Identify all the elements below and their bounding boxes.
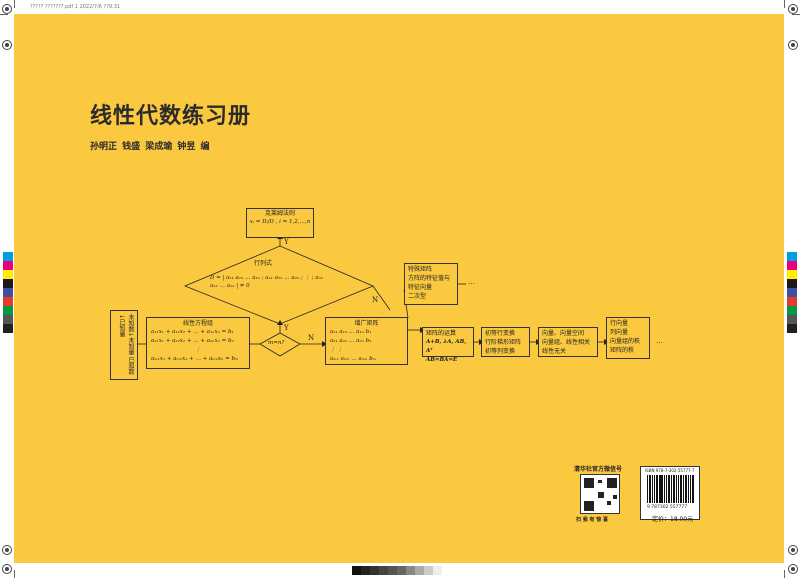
augmented-row-2: a₂₁ a₂₂ … a₂ₙ b₂ <box>330 338 372 344</box>
rowops-line-2: 行阶梯形矩阵 <box>485 339 522 346</box>
matrix-operations-box: 矩阵的运算 A+B, λA, AB, Aᵀ AB=BA=E <box>422 327 474 363</box>
vectors-line-1: 向量、向量空间 <box>542 330 585 337</box>
equation-2: a₂₁x₁ + a₂₂x₂ + … + a₂ₙxₙ = b₂ <box>151 338 234 344</box>
rank-line-1: 行向量 <box>610 320 629 327</box>
rank-line-3: 向量组的秩 <box>610 338 641 345</box>
vectors-line-2: 向量组、线性相关 <box>542 339 591 346</box>
augmented-title: 增广矩阵 <box>354 320 379 327</box>
ops-line-2: A+B, λA, AB, Aᵀ <box>426 339 467 354</box>
rank-box: 行向量 列向量 向量组的秩 矩阵的秩 <box>606 317 650 359</box>
cramer-title: 克莱姆法则 <box>264 210 295 217</box>
print-header-strip: ????? ???????.pdf 1 2022/7/6 ??9:31 <box>30 4 121 10</box>
determinant-title: 行列式 <box>254 260 273 267</box>
special-line-3: 特征向量 <box>408 284 433 291</box>
wechat-qr-code-icon <box>580 474 620 514</box>
augmented-row-3: ⋮ ⋮ <box>330 347 343 353</box>
price: 定价：18.00元 <box>652 516 694 523</box>
barcode-bars-icon <box>647 475 695 503</box>
special-line-1: 特殊矩阵 <box>408 266 433 273</box>
color-bar-right <box>787 252 797 333</box>
grayscale-bar <box>352 566 442 575</box>
wechat-caption: 扫 我 有 惊 喜 <box>576 517 608 523</box>
vectors-line-3: 线性无关 <box>542 348 567 355</box>
registration-mark-icon <box>2 545 12 555</box>
registration-mark-icon <box>788 564 798 574</box>
registration-mark-icon <box>2 564 12 574</box>
special-line-2: 方阵的特征值与 <box>408 275 451 282</box>
equation-1: a₁₁x₁ + a₁₂x₂ + … + a₁ₙxₙ = b₁ <box>151 329 234 335</box>
book-authors: 孙明正 钱盛 梁成瑜 钟昱 编 <box>90 142 210 152</box>
ellipsis-rank: … <box>656 337 663 345</box>
equation-4: aₘ₁x₁ + aₘ₂x₂ + … + aₘₙxₙ = bₘ <box>151 356 239 362</box>
determinant-formula: D = | a₁₁ a₁₂ … a₁ₙ ; a₂₁ a₂₂ … a₂ₙ ; ⋮ … <box>210 275 324 289</box>
yes-label-top: Y <box>284 238 289 246</box>
cramer-rule-box: 克莱姆法则 xᵢ = Dᵢ/D , i = 1,2,…,n <box>246 208 314 238</box>
no-label-upper: N <box>372 296 379 304</box>
augmented-row-4: aₘ₁ aₘ₂ … aₘₙ bₘ <box>330 356 376 362</box>
yes-label-mid: Y <box>284 324 289 332</box>
known-column: 已知数↓已知量 <box>118 314 134 375</box>
rank-line-4: 矩阵的秩 <box>610 347 635 354</box>
crop-mark <box>792 14 800 15</box>
wechat-title: 清华社官方微信号 <box>574 466 623 473</box>
linear-system-box: 线性方程组 a₁₁x₁ + a₁₂x₂ + … + a₁ₙxₙ = b₁ a₂₁… <box>146 317 250 369</box>
special-matrix-box: 特殊矩阵 方阵的特征值与 特征向量 二次型 <box>404 263 458 305</box>
crop-mark <box>0 14 8 15</box>
equation-3: ⋮ <box>195 347 201 353</box>
rowops-line-3: 初等列变换 <box>485 348 516 355</box>
registration-mark-icon <box>788 40 798 50</box>
color-bar-left <box>3 252 13 333</box>
crop-mark <box>784 570 785 578</box>
special-line-4: 二次型 <box>408 293 427 300</box>
isbn-number: 9 787302 557777 <box>647 505 688 510</box>
rowops-line-1: 初等行变换 <box>485 330 516 337</box>
crop-mark <box>14 570 15 578</box>
linear-system-title: 线性方程组 <box>182 320 213 327</box>
registration-mark-icon <box>2 4 12 14</box>
crop-mark <box>14 0 15 8</box>
isbn-text: ISBN 978-7-302-55777-7 <box>645 468 695 473</box>
registration-mark-icon <box>788 545 798 555</box>
no-label-mid: N <box>308 334 315 342</box>
known-unknown-box: 未知数↓未知量 已知数↓已知量 <box>110 310 138 380</box>
augmented-matrix-box: 增广矩阵 a₁₁ a₁₂ … a₁ₙ b₁ a₂₁ a₂₂ … a₂ₙ b₂ ⋮… <box>325 317 408 365</box>
vectors-box: 向量、向量空间 向量组、线性相关 线性无关 <box>538 327 598 357</box>
registration-mark-icon <box>788 4 798 14</box>
augmented-row-1: a₁₁ a₁₂ … a₁ₙ b₁ <box>330 329 372 335</box>
ops-line-3: AB=BA=E <box>426 357 458 363</box>
row-operations-box: 初等行变换 行阶梯形矩阵 初等列变换 <box>481 327 530 357</box>
ops-line-1: 矩阵的运算 <box>426 330 457 337</box>
decision-label: m=n? <box>268 340 285 346</box>
unknown-column: 未知数↓未知量 <box>127 314 134 356</box>
isbn-barcode: ISBN 978-7-302-55777-7 9 787302 557777 <box>640 466 700 520</box>
ellipsis-special: … <box>468 278 475 286</box>
crop-mark <box>784 0 785 8</box>
cramer-formula: xᵢ = Dᵢ/D , i = 1,2,…,n <box>249 219 311 225</box>
book-title: 线性代数练习册 <box>90 104 252 129</box>
registration-mark-icon <box>2 40 12 50</box>
rank-line-2: 列向量 <box>610 329 629 336</box>
